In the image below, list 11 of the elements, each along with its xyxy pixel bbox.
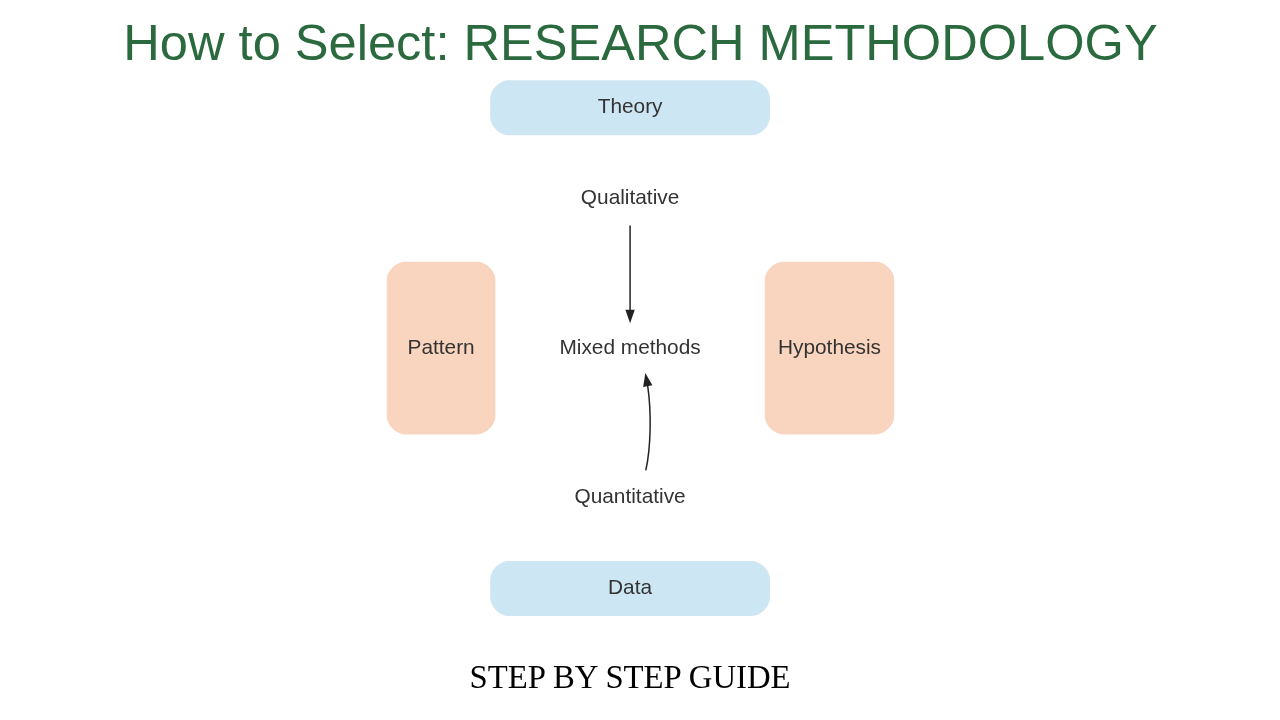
arrow	[642, 372, 652, 472]
node-text: Qualitative	[580, 185, 679, 209]
node-text: Mixed methods	[558, 334, 701, 358]
node-text: Quantitative	[574, 484, 686, 508]
node-box: Hypothesis	[764, 261, 894, 435]
caption: STEP BY STEP GUIDE	[469, 658, 791, 695]
node-box: Theory	[489, 80, 770, 136]
node-box: Data	[489, 560, 770, 616]
diagram-title: How to Select: RESEARCH METHODOLOGY	[122, 14, 1158, 72]
node-box: Pattern	[386, 261, 495, 435]
arrow	[624, 224, 635, 324]
